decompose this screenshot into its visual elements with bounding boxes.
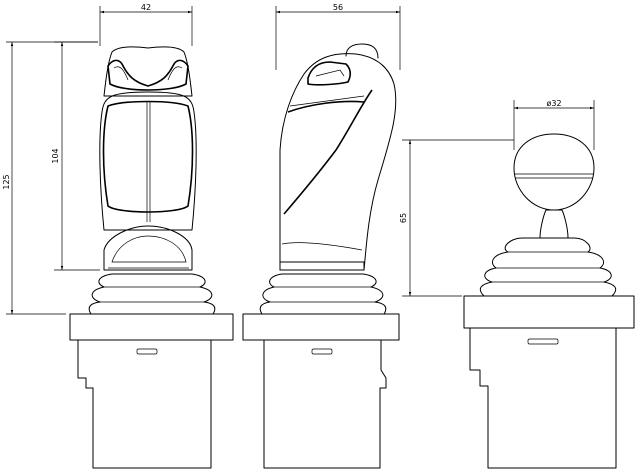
dim-label-total-height: 125 — [2, 174, 11, 189]
front-grip-top — [103, 46, 193, 97]
front-bellows — [88, 273, 216, 315]
front-housing-flange — [69, 313, 234, 341]
side-housing-flange — [242, 313, 400, 341]
dim-label-grip-height: 104 — [51, 148, 60, 163]
ball-housing-slot — [527, 338, 559, 345]
dimension-front-width: 42 — [99, 3, 193, 46]
side-housing-body — [263, 339, 387, 469]
ball-knob — [513, 133, 595, 211]
front-housing-slot — [136, 348, 158, 355]
side-grip-base — [279, 261, 365, 271]
ball-view — [463, 133, 635, 469]
dimension-side-width: 56 — [275, 3, 401, 70]
side-trigger — [307, 61, 351, 86]
side-bellows — [259, 273, 387, 315]
front-grip-base — [103, 225, 193, 271]
dim-label-ball-height: 65 — [399, 213, 408, 223]
dimension-ball-diameter: ø32 — [513, 99, 595, 150]
dim-label-ball-diameter: ø32 — [546, 99, 561, 108]
front-housing-body — [77, 339, 212, 469]
front-view — [69, 46, 234, 469]
dim-label-side-width: 56 — [333, 3, 343, 12]
side-grip-body — [279, 53, 397, 271]
dimension-total-height: 125 — [2, 41, 98, 315]
ball-housing-body — [469, 327, 617, 469]
side-housing-slot — [311, 348, 333, 355]
dim-label-front-width: 42 — [141, 3, 151, 12]
side-grip-cap — [345, 43, 379, 59]
ball-bellows — [479, 237, 617, 297]
front-grip-body — [99, 91, 197, 231]
dimension-ball-height: 65 — [399, 139, 514, 297]
ball-stem — [539, 209, 569, 239]
side-view — [242, 43, 400, 469]
dimension-grip-height: 104 — [51, 41, 100, 271]
ball-housing-flange — [463, 295, 635, 329]
